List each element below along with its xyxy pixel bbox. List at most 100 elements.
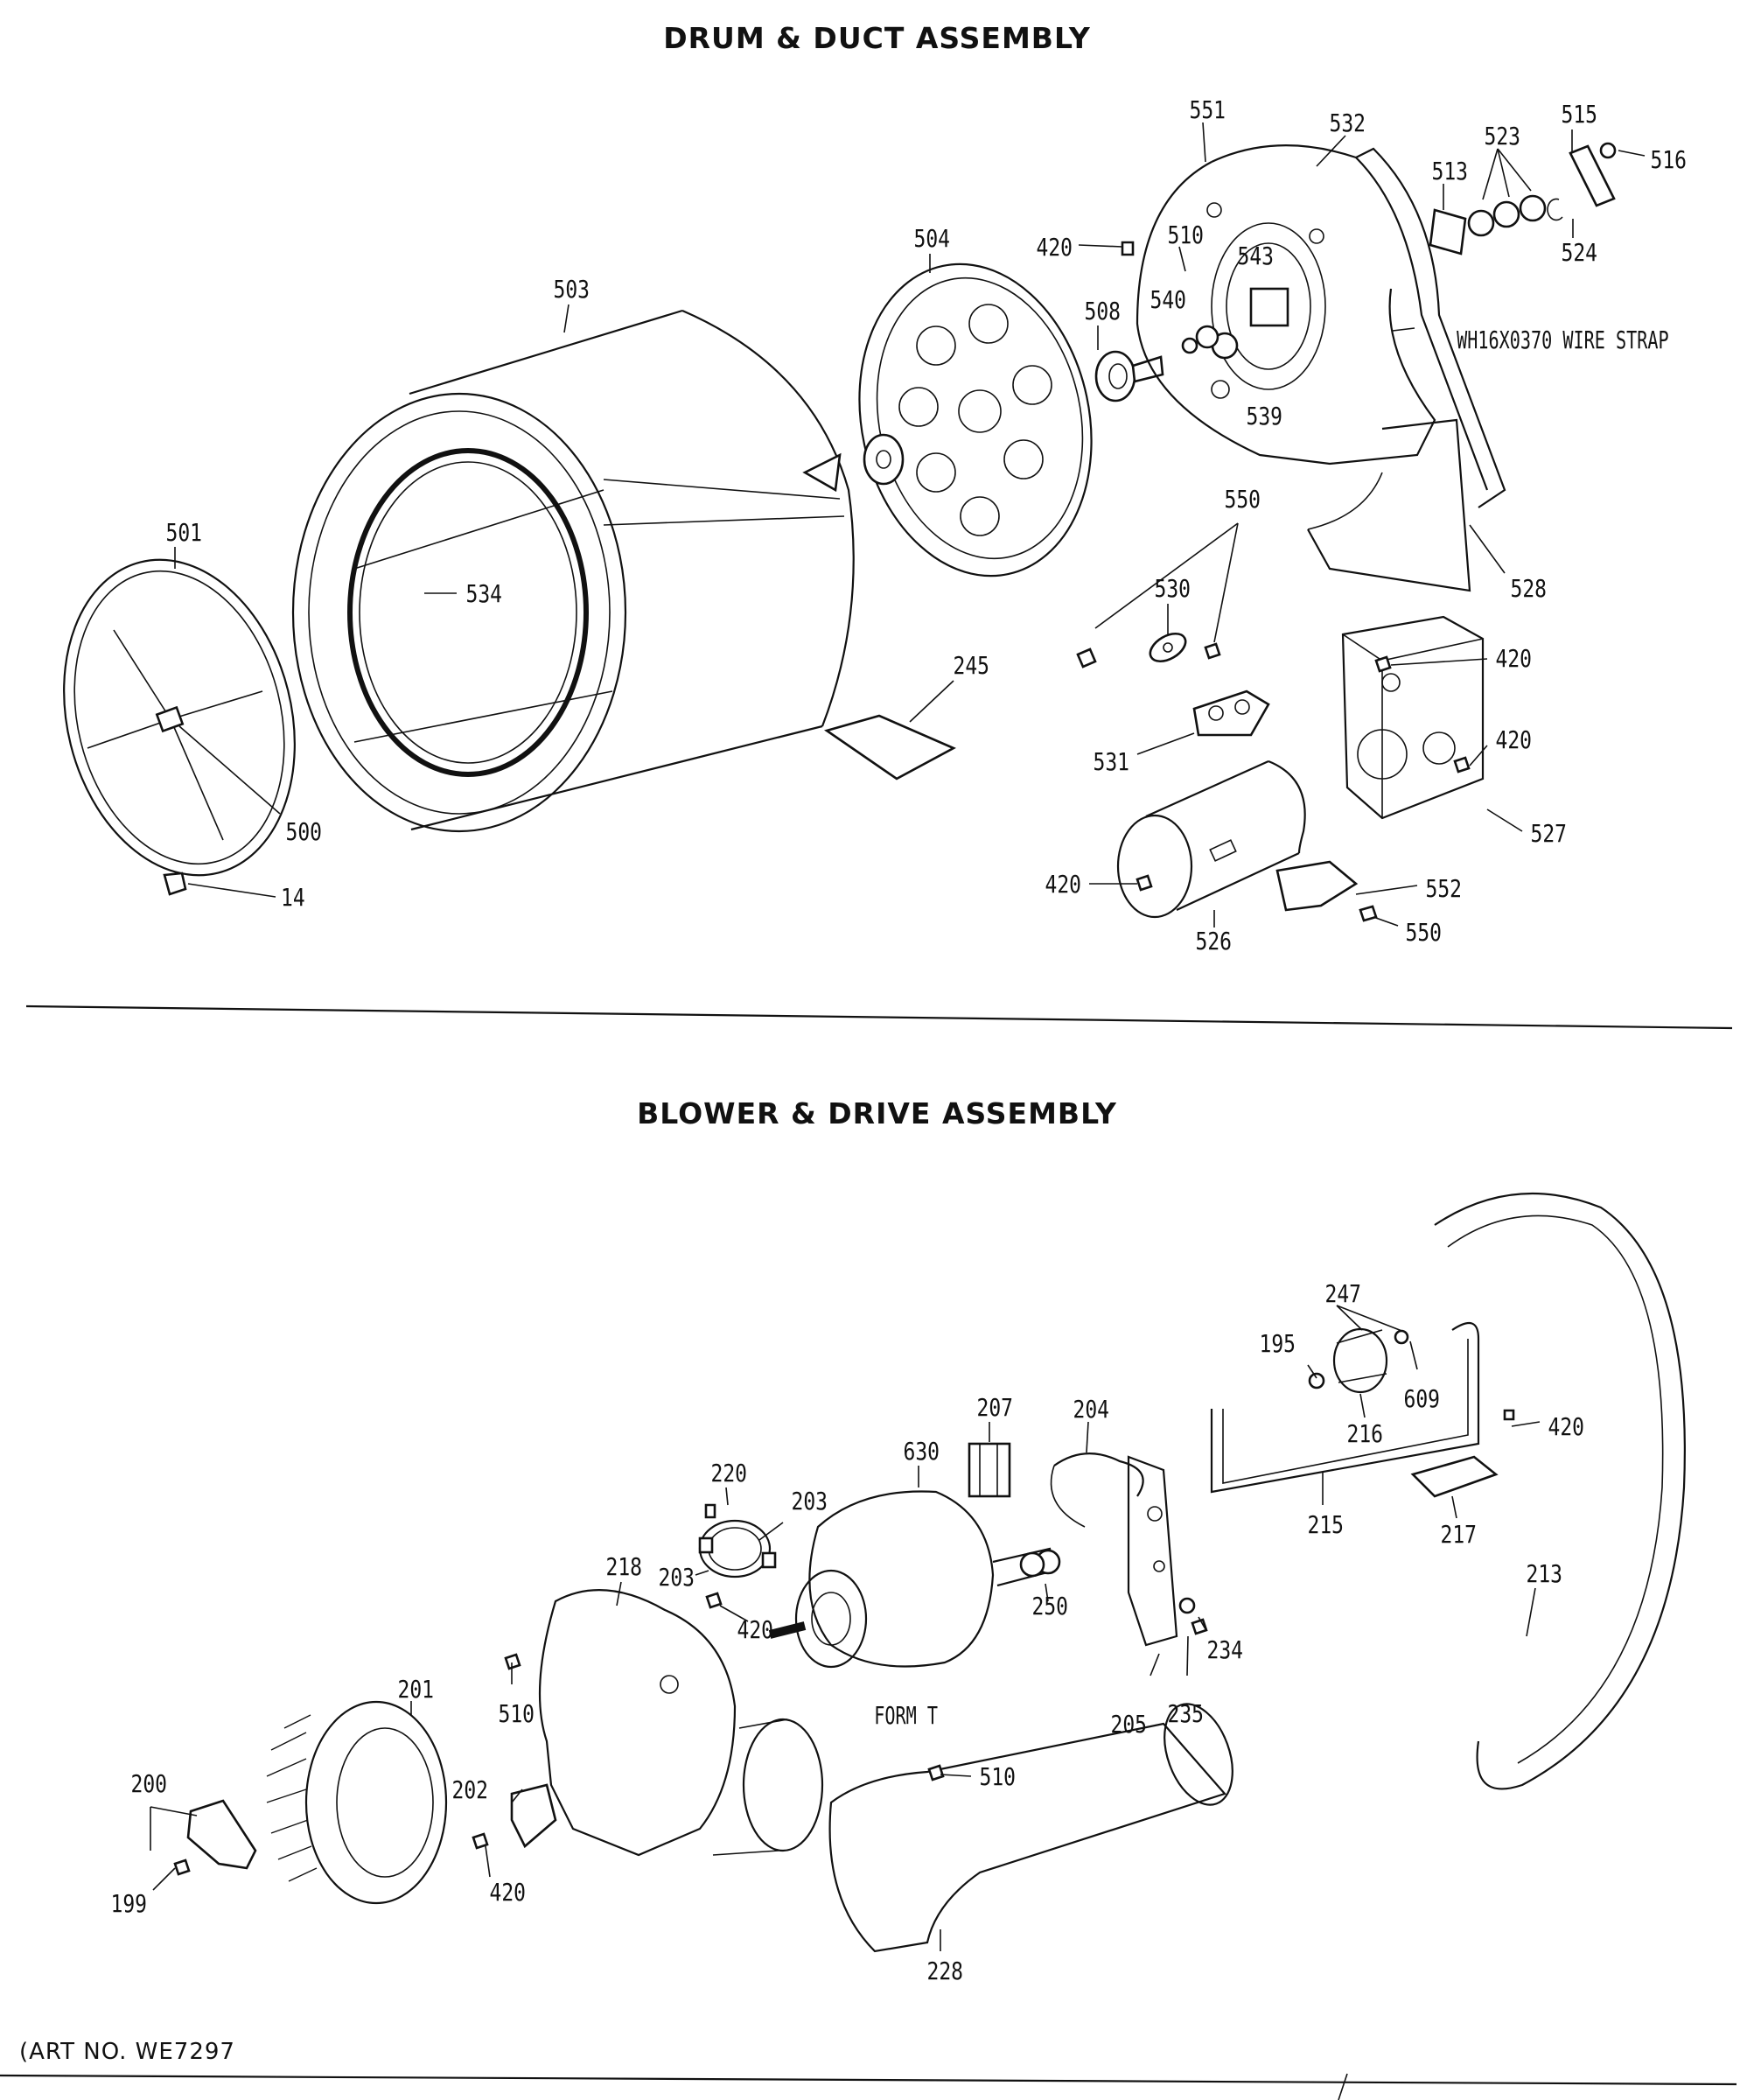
callout-217: 217 [1441, 1521, 1477, 1550]
leader-lines [150, 122, 1646, 1951]
bracket-200 [186, 1799, 257, 1870]
callout-551: 551 [1190, 96, 1226, 125]
screws-bottom [173, 1409, 1515, 1876]
callout-510: 510 [1168, 221, 1204, 250]
bracket-531 [1192, 690, 1270, 737]
idler-pulley-216 [1308, 1327, 1409, 1394]
bracket-205 [1127, 1455, 1178, 1647]
switch-207 [968, 1442, 1011, 1498]
blower-wheel-201 [266, 1700, 448, 1905]
duct-528 [1307, 418, 1471, 592]
callout-503: 503 [554, 276, 590, 304]
callout-550-a: 550 [1225, 486, 1261, 514]
callout-513: 513 [1432, 158, 1468, 186]
callout-531: 531 [1094, 748, 1129, 777]
callout-203-b: 203 [659, 1564, 695, 1592]
section-divider [25, 1004, 1733, 1030]
bracket-217 [1410, 1455, 1499, 1498]
callout-630: 630 [904, 1438, 940, 1466]
callout-234: 234 [1207, 1636, 1243, 1665]
callout-207: 207 [977, 1394, 1013, 1423]
callout-215: 215 [1308, 1511, 1344, 1540]
callout-420-e: 420 [1548, 1413, 1584, 1442]
callout-235: 235 [1168, 1700, 1204, 1729]
footer-rule [0, 2074, 1737, 2086]
callout-216: 216 [1347, 1420, 1383, 1449]
callout-204: 204 [1073, 1396, 1109, 1424]
drum [291, 309, 855, 833]
bracket-204 [1050, 1452, 1144, 1528]
callout-420-b: 420 [1496, 645, 1532, 674]
callout-504: 504 [914, 225, 950, 254]
callout-523: 523 [1485, 122, 1520, 151]
callout-203-a: 203 [792, 1488, 828, 1516]
callout-534: 534 [466, 580, 502, 609]
callout-527: 527 [1531, 820, 1567, 849]
drum-duct-assembly-title: DRUM & DUCT ASSEMBLY [663, 21, 1091, 55]
thermostat-530 [1149, 632, 1187, 663]
heater-housing-527 [1341, 615, 1485, 820]
callout-250: 250 [1032, 1592, 1068, 1621]
rear-duct-panel [1136, 144, 1506, 508]
motor-630 [768, 1490, 1061, 1669]
drum-bearing [1094, 350, 1164, 402]
callout-552: 552 [1426, 875, 1462, 904]
callout-420-g: 420 [490, 1879, 526, 1908]
callout-550-b: 550 [1406, 919, 1442, 948]
clip-14 [163, 872, 187, 896]
heater-526 [1116, 760, 1306, 919]
front-drum-seal-ring [63, 558, 296, 877]
blower-housing-218 [538, 1589, 824, 1857]
callout-420-d: 420 [1045, 871, 1081, 900]
callout-524: 524 [1562, 239, 1597, 268]
bracket-202 [510, 1783, 557, 1849]
connector-552 [1275, 860, 1359, 912]
callout-543: 543 [1238, 242, 1274, 271]
callout-420-a: 420 [1037, 234, 1073, 262]
callout-420-f: 420 [737, 1616, 773, 1645]
idler-arm-215 [1210, 1321, 1480, 1494]
callout-201: 201 [398, 1676, 434, 1704]
callout-220: 220 [711, 1460, 747, 1488]
callout-539: 539 [1247, 402, 1282, 431]
callout-540: 540 [1150, 286, 1186, 315]
callout-wire-strap: WH16X0370 WIRE STRAP [1457, 326, 1669, 354]
callout-510-c: 510 [499, 1700, 535, 1729]
callout-609: 609 [1404, 1385, 1440, 1414]
callout-530: 530 [1155, 575, 1191, 604]
callout-195: 195 [1260, 1330, 1296, 1359]
plate-245 [823, 714, 956, 780]
callout-532: 532 [1330, 109, 1366, 138]
callout-500: 500 [286, 818, 322, 847]
callout-form-t: FORM T [874, 1701, 938, 1730]
callout-508: 508 [1085, 298, 1121, 326]
callout-218: 218 [606, 1553, 642, 1582]
motor-switch-parts [1429, 142, 1617, 256]
callout-14: 14 [281, 884, 305, 913]
callout-245: 245 [954, 652, 989, 681]
screws-top [1076, 241, 1471, 922]
callout-420-c: 420 [1496, 726, 1532, 755]
footer-tick [1338, 2073, 1348, 2100]
callout-516: 516 [1651, 146, 1687, 175]
drive-belt-213 [1434, 1192, 1686, 1790]
drum-back-baffle [858, 262, 1093, 578]
callout-202: 202 [452, 1776, 488, 1805]
callout-526: 526 [1196, 928, 1232, 956]
callout-515: 515 [1562, 101, 1597, 130]
exhaust-duct-228 [828, 1703, 1233, 1953]
art-number: (ART NO. WE7297 [19, 2039, 235, 2065]
callout-213: 213 [1527, 1560, 1562, 1589]
callout-labels: 501 500 14 503 534 504 245 508 420 510 5… [111, 96, 1687, 1986]
blower-drive-assembly-title: BLOWER & DRIVE ASSEMBLY [637, 1096, 1117, 1130]
callout-501: 501 [166, 519, 202, 548]
callout-199: 199 [111, 1890, 147, 1919]
callout-205: 205 [1111, 1711, 1147, 1740]
callout-510-b: 510 [980, 1763, 1016, 1792]
callout-528: 528 [1511, 575, 1547, 604]
callout-200: 200 [131, 1770, 167, 1799]
motor-strap-203 [698, 1519, 777, 1578]
callout-247: 247 [1325, 1280, 1361, 1309]
callout-228: 228 [927, 1957, 963, 1986]
